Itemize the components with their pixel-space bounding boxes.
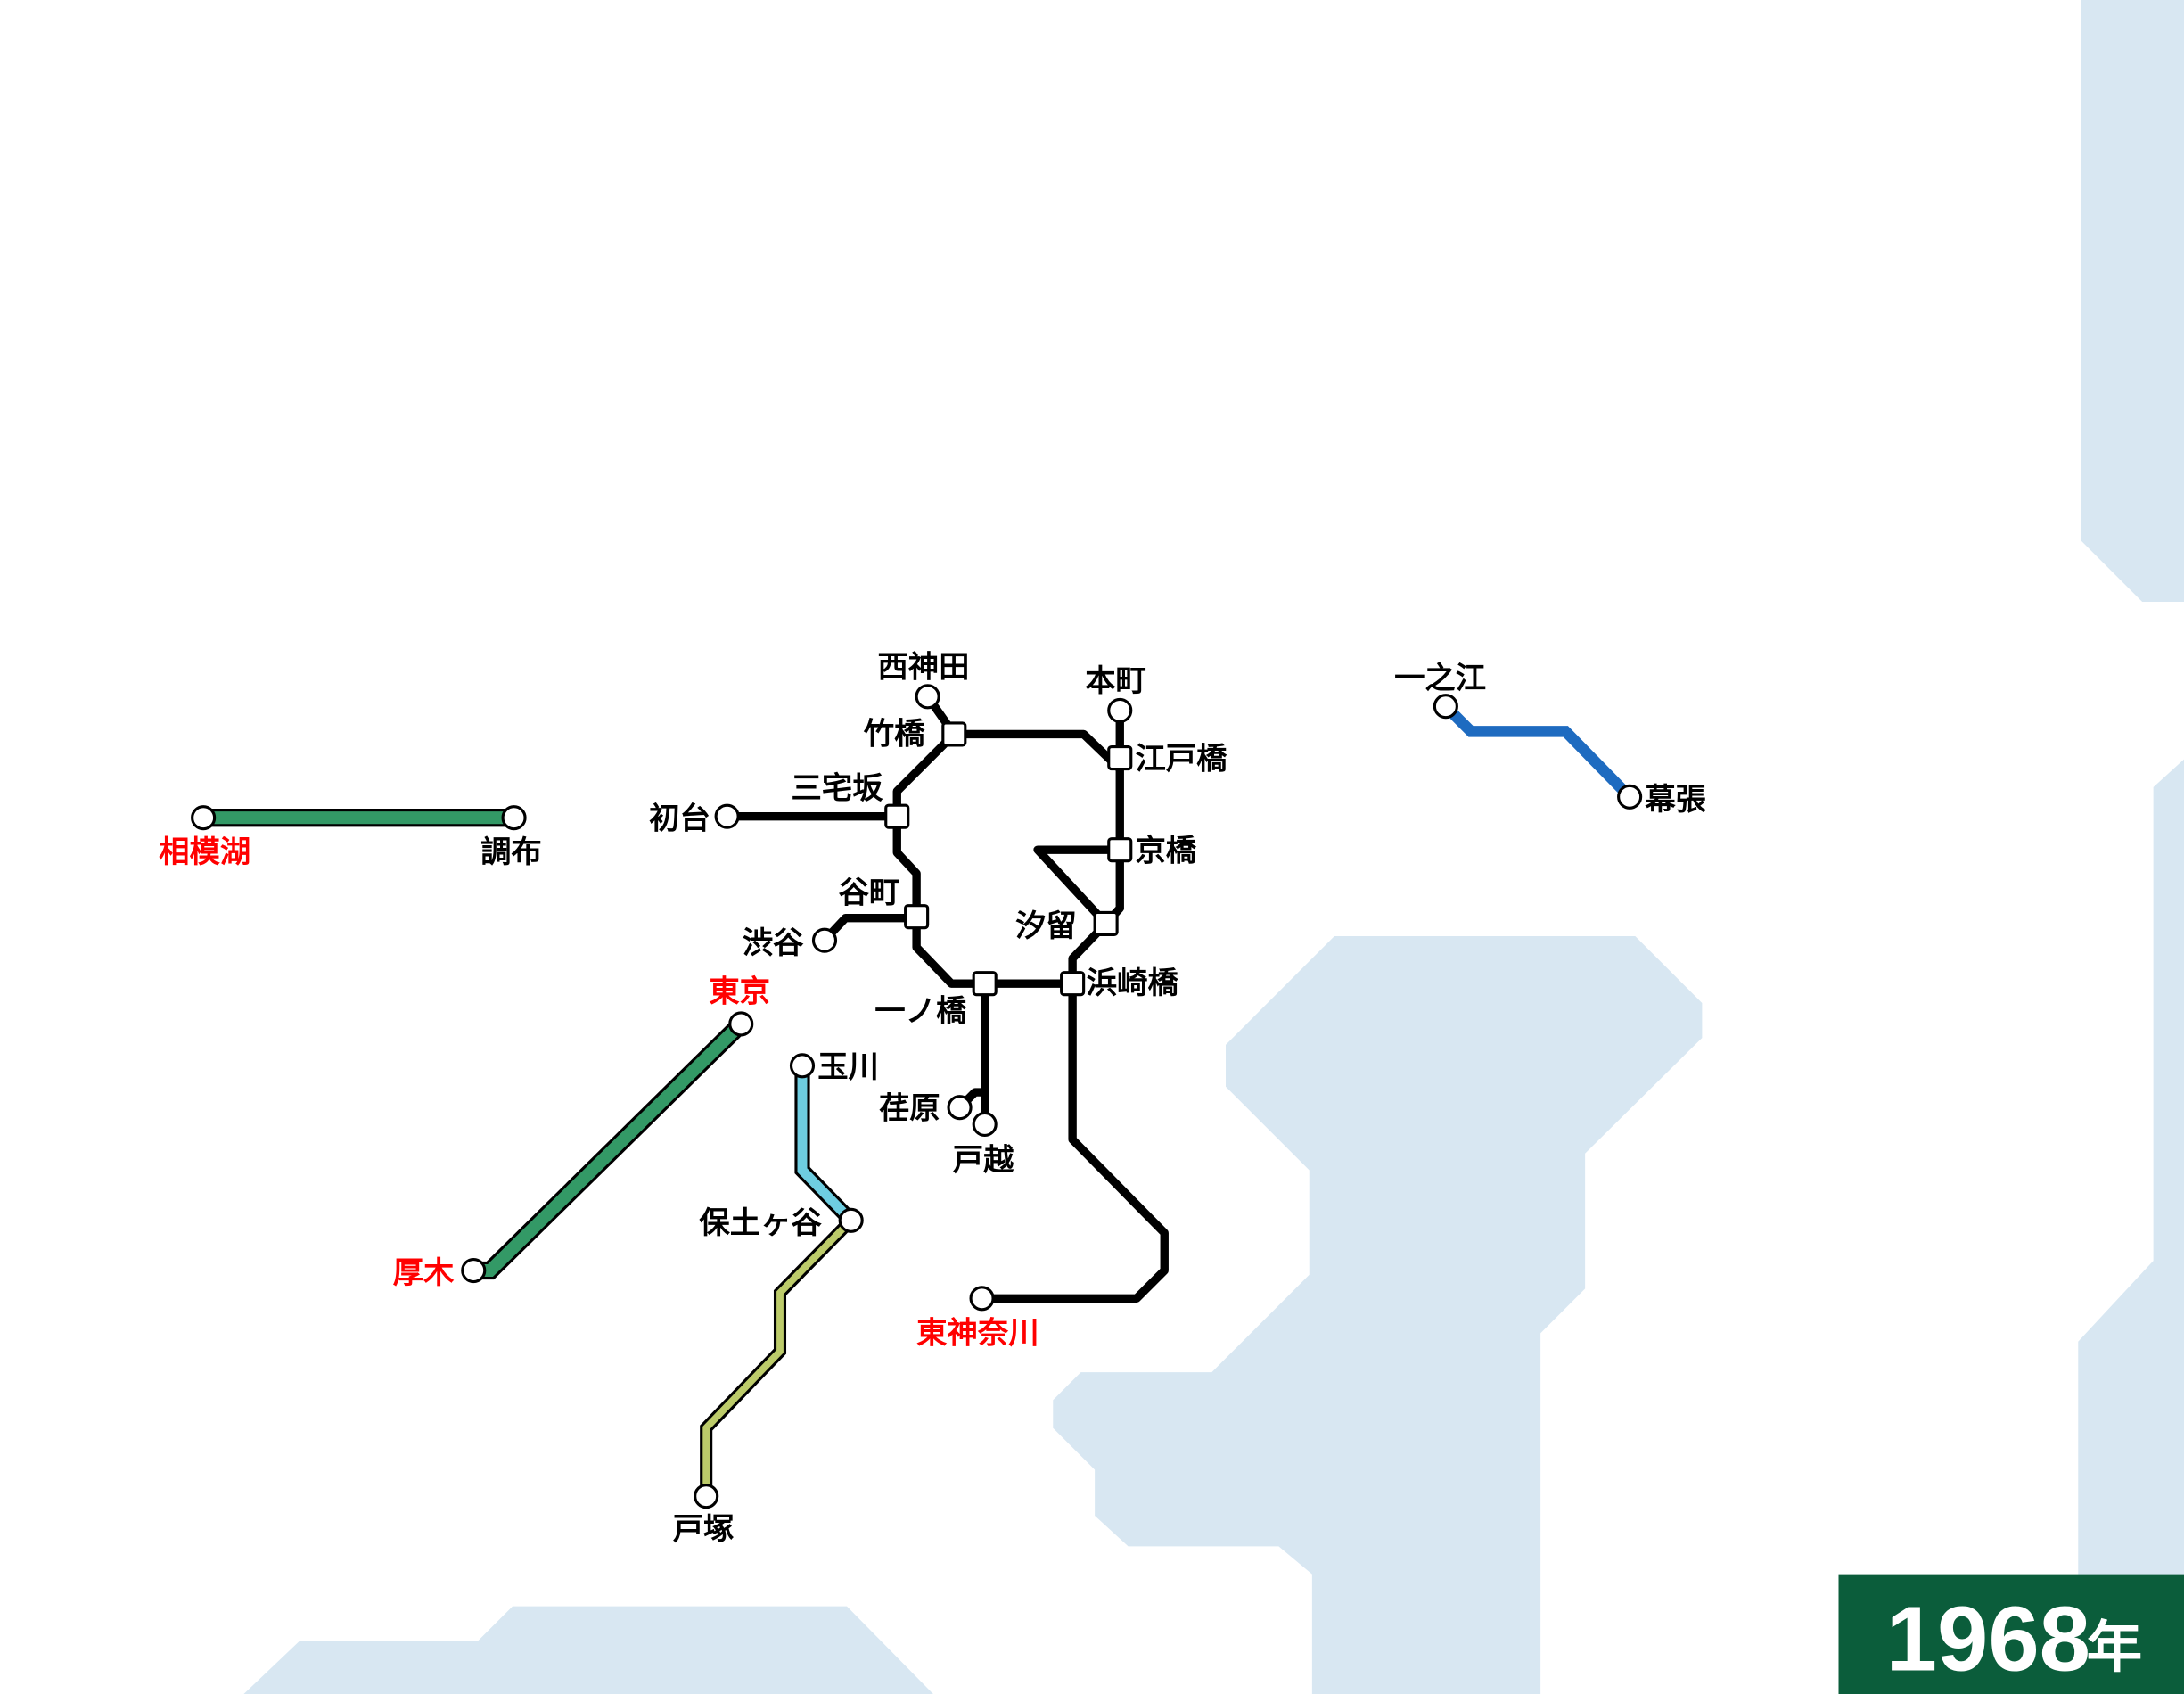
label-chofu: 調布	[480, 835, 542, 870]
label-tamagawa: 玉川	[817, 1049, 879, 1085]
water-right	[2078, 759, 2184, 1582]
label-hodogaya: 保土ヶ谷	[699, 1205, 822, 1241]
water-areas	[243, 0, 2184, 1694]
label-hamazakibashi: 浜崎橋	[1087, 966, 1179, 1001]
junction-takebashi-marker[interactable]	[941, 721, 967, 747]
label-ichinoe: 一之江	[1394, 661, 1486, 696]
water-bottom-left	[243, 1606, 933, 1694]
junction-edobashi-marker[interactable]	[1107, 744, 1133, 771]
label-shibuya: 渋谷	[743, 925, 804, 961]
junction-tanimachi-marker[interactable]	[904, 904, 930, 930]
station-shibuya-marker[interactable]	[811, 927, 838, 953]
blue-line-ichinoe-makuhari	[1441, 702, 1634, 802]
label-higashikanagawa: 東神奈川	[916, 1315, 1039, 1351]
station-honcho-marker[interactable]	[1107, 697, 1133, 723]
junction-ichinohashi-marker[interactable]	[972, 971, 998, 997]
station-makuhari-marker[interactable]	[1617, 784, 1643, 810]
year-badge-background	[1838, 1574, 2184, 1694]
label-miyakezaka: 三宅坂	[792, 770, 884, 806]
year-badge: 1968 年	[1838, 1574, 2184, 1694]
station-nishikanda-marker[interactable]	[915, 684, 940, 710]
label-ebara: 荏原	[879, 1091, 940, 1127]
label-hatsudai: 初台	[649, 802, 710, 837]
label-honcho: 本町	[1085, 663, 1146, 699]
station-tamagawa-marker[interactable]	[789, 1053, 816, 1079]
station-sagamiko-marker[interactable]	[191, 805, 217, 831]
station-ichinoe-marker[interactable]	[1433, 694, 1458, 720]
station-hodogaya-marker[interactable]	[838, 1207, 864, 1233]
station-togoshi-marker[interactable]	[972, 1111, 998, 1137]
station-atsugi-marker[interactable]	[461, 1257, 487, 1284]
label-shiodome: 汐留	[1015, 909, 1077, 944]
label-makuhari: 幕張	[1644, 782, 1706, 818]
label-takebashi: 竹橋	[864, 716, 925, 752]
label-sagamiko: 相模湖	[159, 835, 250, 870]
label-tanimachi: 谷町	[839, 875, 900, 910]
junction-miyakezaka-marker[interactable]	[884, 803, 910, 829]
junction-hamazakibashi-marker[interactable]	[1060, 971, 1086, 997]
station-labels: 西神田 竹橋 本町 江戸橋 三宅坂 初台 京橋 谷町 渋谷 汐留 浜崎橋 一ノ橋…	[159, 649, 1707, 1547]
station-markers	[191, 684, 1643, 1509]
label-kyobashi: 京橋	[1135, 834, 1196, 869]
station-higashikanagawa-marker[interactable]	[969, 1286, 995, 1312]
label-edobashi: 江戸橋	[1135, 741, 1227, 777]
label-nishikanda: 西神田	[877, 649, 969, 685]
station-totsuka-marker[interactable]	[694, 1484, 719, 1509]
olive-line	[700, 1215, 856, 1497]
label-atsugi: 厚木	[393, 1255, 455, 1291]
year-badge-suffix: 年	[2087, 1616, 2143, 1679]
station-hatsudai-marker[interactable]	[714, 803, 740, 829]
junction-kyobashi-marker[interactable]	[1107, 837, 1133, 863]
label-totsuka: 戸塚	[673, 1512, 735, 1548]
label-ichinohashi: 一ノ橋	[874, 993, 967, 1029]
station-ebara-marker[interactable]	[947, 1095, 973, 1121]
label-tokyo: 東京	[709, 974, 770, 1009]
station-chofu-marker[interactable]	[501, 805, 527, 831]
light-blue-line	[794, 1065, 857, 1226]
water-top-right	[2081, 0, 2184, 602]
water-bay	[1053, 936, 1703, 1694]
label-togoshi: 戸越	[953, 1143, 1014, 1179]
junction-shiodome-marker[interactable]	[1093, 910, 1119, 936]
year-badge-year: 1968	[1886, 1587, 2090, 1690]
station-tokyo-marker[interactable]	[728, 1011, 754, 1037]
